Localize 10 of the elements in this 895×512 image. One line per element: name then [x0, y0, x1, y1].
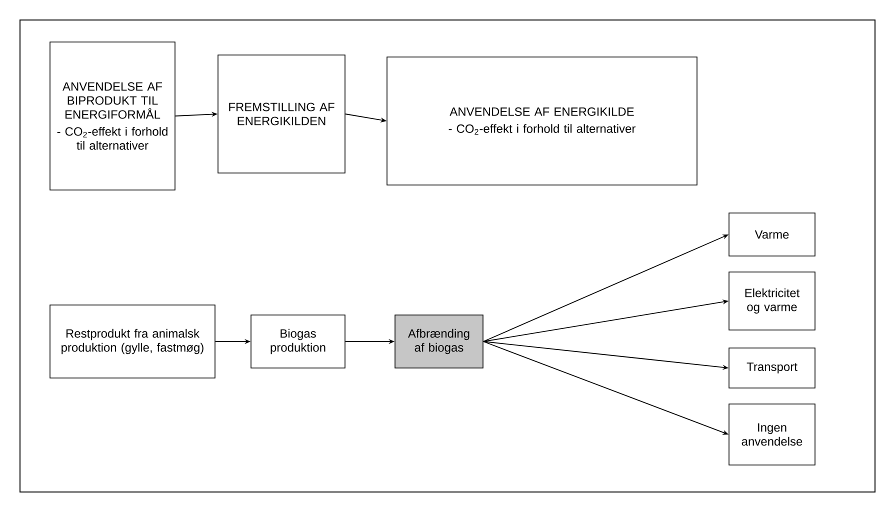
process-box: FREMSTILLING AF ENERGIKILDEN: [218, 54, 346, 174]
process-box: Transport: [728, 348, 816, 388]
process-box: Ingen anvendelse: [728, 404, 816, 466]
process-box: Varme: [728, 212, 816, 256]
highlighted-process-box: Afbrænding af biogas: [394, 314, 484, 368]
process-box: ANVENDELSE AF ENERGIKILDE - CO$_{2}$-effekt i forhold til alternativer: [386, 56, 698, 186]
process-box: Restprodukt fra animalsk produktion (gylle, fastmøg): [50, 304, 216, 378]
process-box: ANVENDELSE AF BIPRODUKT TIL ENERGIFORMÅL - CO$_{2}$-effekt i forhold til alternativer: [50, 42, 176, 190]
process-box: Biogas produktion: [250, 314, 346, 368]
process-box: Elektricitet og varme: [728, 272, 816, 330]
